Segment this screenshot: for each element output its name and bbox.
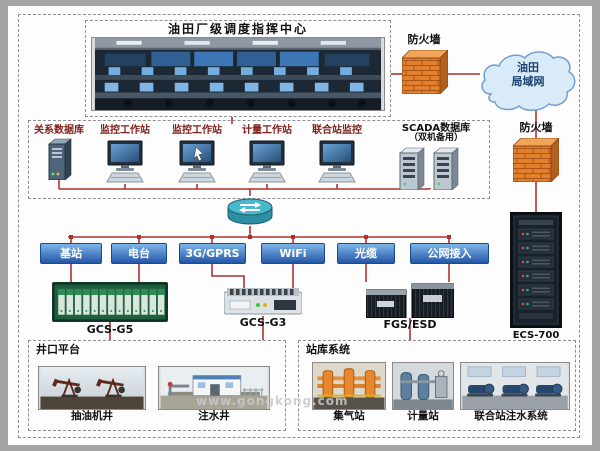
comm-node-public-network: 公网接入: [410, 243, 489, 264]
photo-label-pumping-well: 抽油机井: [71, 410, 113, 422]
pc-workstation-hand-icon: [178, 140, 216, 183]
photo-label-water-injection: 联合站注水系统: [474, 410, 548, 422]
station-section-title: 站库系统: [306, 343, 350, 356]
pc-workstation-icon: [248, 140, 286, 183]
comm-node-fiber: 光缆: [337, 243, 395, 264]
pumpjack-wells-photo: [38, 366, 146, 410]
ecs-700-cabinet-icon: [510, 212, 562, 328]
firewall-right-label: 防火墙: [519, 121, 553, 134]
device-label-gcs-g5: GCS-G5: [86, 323, 134, 336]
workstation-label-combined: 联合站监控: [312, 125, 362, 136]
router-icon: [227, 198, 273, 225]
gcs-g3-controller-icon: [224, 288, 302, 315]
lan-cloud-label-line1: 油田: [517, 61, 539, 74]
comm-node-3g-gprs: 3G/GPRS: [179, 243, 246, 264]
firewall-top-icon: [402, 50, 448, 94]
workstation-label-database: 关系数据库: [34, 125, 84, 136]
gcs-g5-rack-icon: [52, 282, 168, 322]
comm-node-base-station: 基站: [40, 243, 102, 264]
control-center-title: 油田厂级调度指挥中心: [167, 22, 308, 36]
photo-label-injection-well: 注水井: [198, 410, 230, 422]
station-box: [298, 340, 576, 431]
workstation-label-monitor1: 监控工作站: [100, 125, 150, 136]
outer-border: [18, 14, 580, 438]
firewall-top-label: 防火墙: [407, 33, 441, 46]
water-injection-system-photo: [460, 362, 570, 410]
wellhead-box: [28, 340, 286, 431]
scada-db-label-line1: SCADA数据库: [401, 123, 471, 134]
injection-well-photo: [158, 366, 270, 410]
watermark-text: www.gongkong.com: [196, 394, 349, 408]
comm-node-wifi: WiFi: [261, 243, 325, 264]
control-center-box: [85, 20, 391, 117]
photo-label-gas-station: 集气站: [333, 410, 365, 422]
fgs-esd-units-icon: [366, 283, 454, 318]
scada-db-label-line2: （双机备用）: [408, 133, 463, 143]
device-label-ecs-700: ECS-700: [512, 330, 560, 341]
database-server-icon: [48, 138, 72, 180]
gas-gathering-station-photo: [312, 362, 386, 410]
pc-workstation-icon: [106, 140, 144, 183]
scada-servers-icon: [399, 147, 459, 190]
firewall-right-icon: [513, 138, 559, 182]
workstation-label-monitor2: 监控工作站: [172, 125, 222, 136]
workstation-label-metering: 计量工作站: [242, 125, 292, 136]
pc-workstation-icon: [318, 140, 356, 183]
comm-node-radio: 电台: [111, 243, 167, 264]
lan-cloud-shape: [481, 51, 576, 111]
device-label-fgs-esd: FGS/ESD: [383, 318, 437, 331]
metering-station-photo: [392, 362, 454, 410]
photo-label-metering-station: 计量站: [407, 410, 439, 422]
wellhead-section-title: 井口平台: [36, 343, 80, 356]
device-label-gcs-g3: GCS-G3: [239, 316, 287, 329]
workstations-box: [28, 120, 490, 199]
lan-cloud-label-line2: 局域网: [511, 75, 545, 88]
control-room-photo: [91, 37, 385, 111]
